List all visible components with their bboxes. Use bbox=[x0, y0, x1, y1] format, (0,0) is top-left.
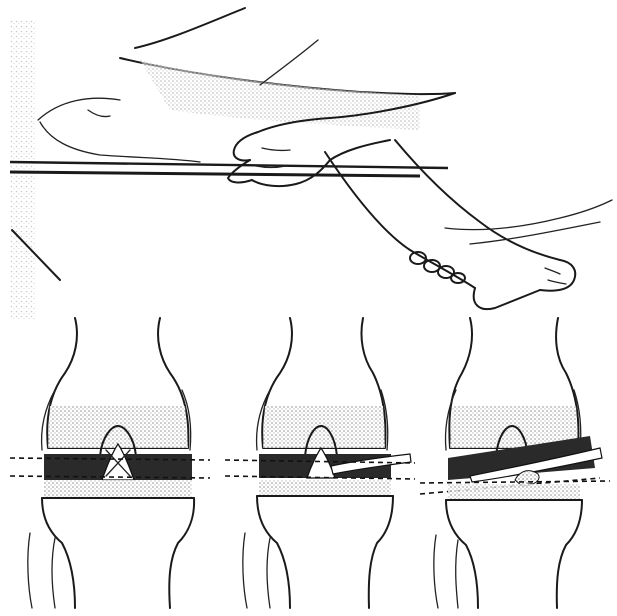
knee-panel-3 bbox=[420, 318, 610, 608]
top-panel-leg-exam bbox=[10, 8, 612, 320]
knee-panel-2 bbox=[225, 318, 415, 608]
patient-thigh bbox=[38, 8, 455, 162]
knee-panel-1 bbox=[10, 318, 210, 608]
patient-lower-leg bbox=[325, 140, 612, 309]
margin-shading bbox=[10, 20, 36, 320]
